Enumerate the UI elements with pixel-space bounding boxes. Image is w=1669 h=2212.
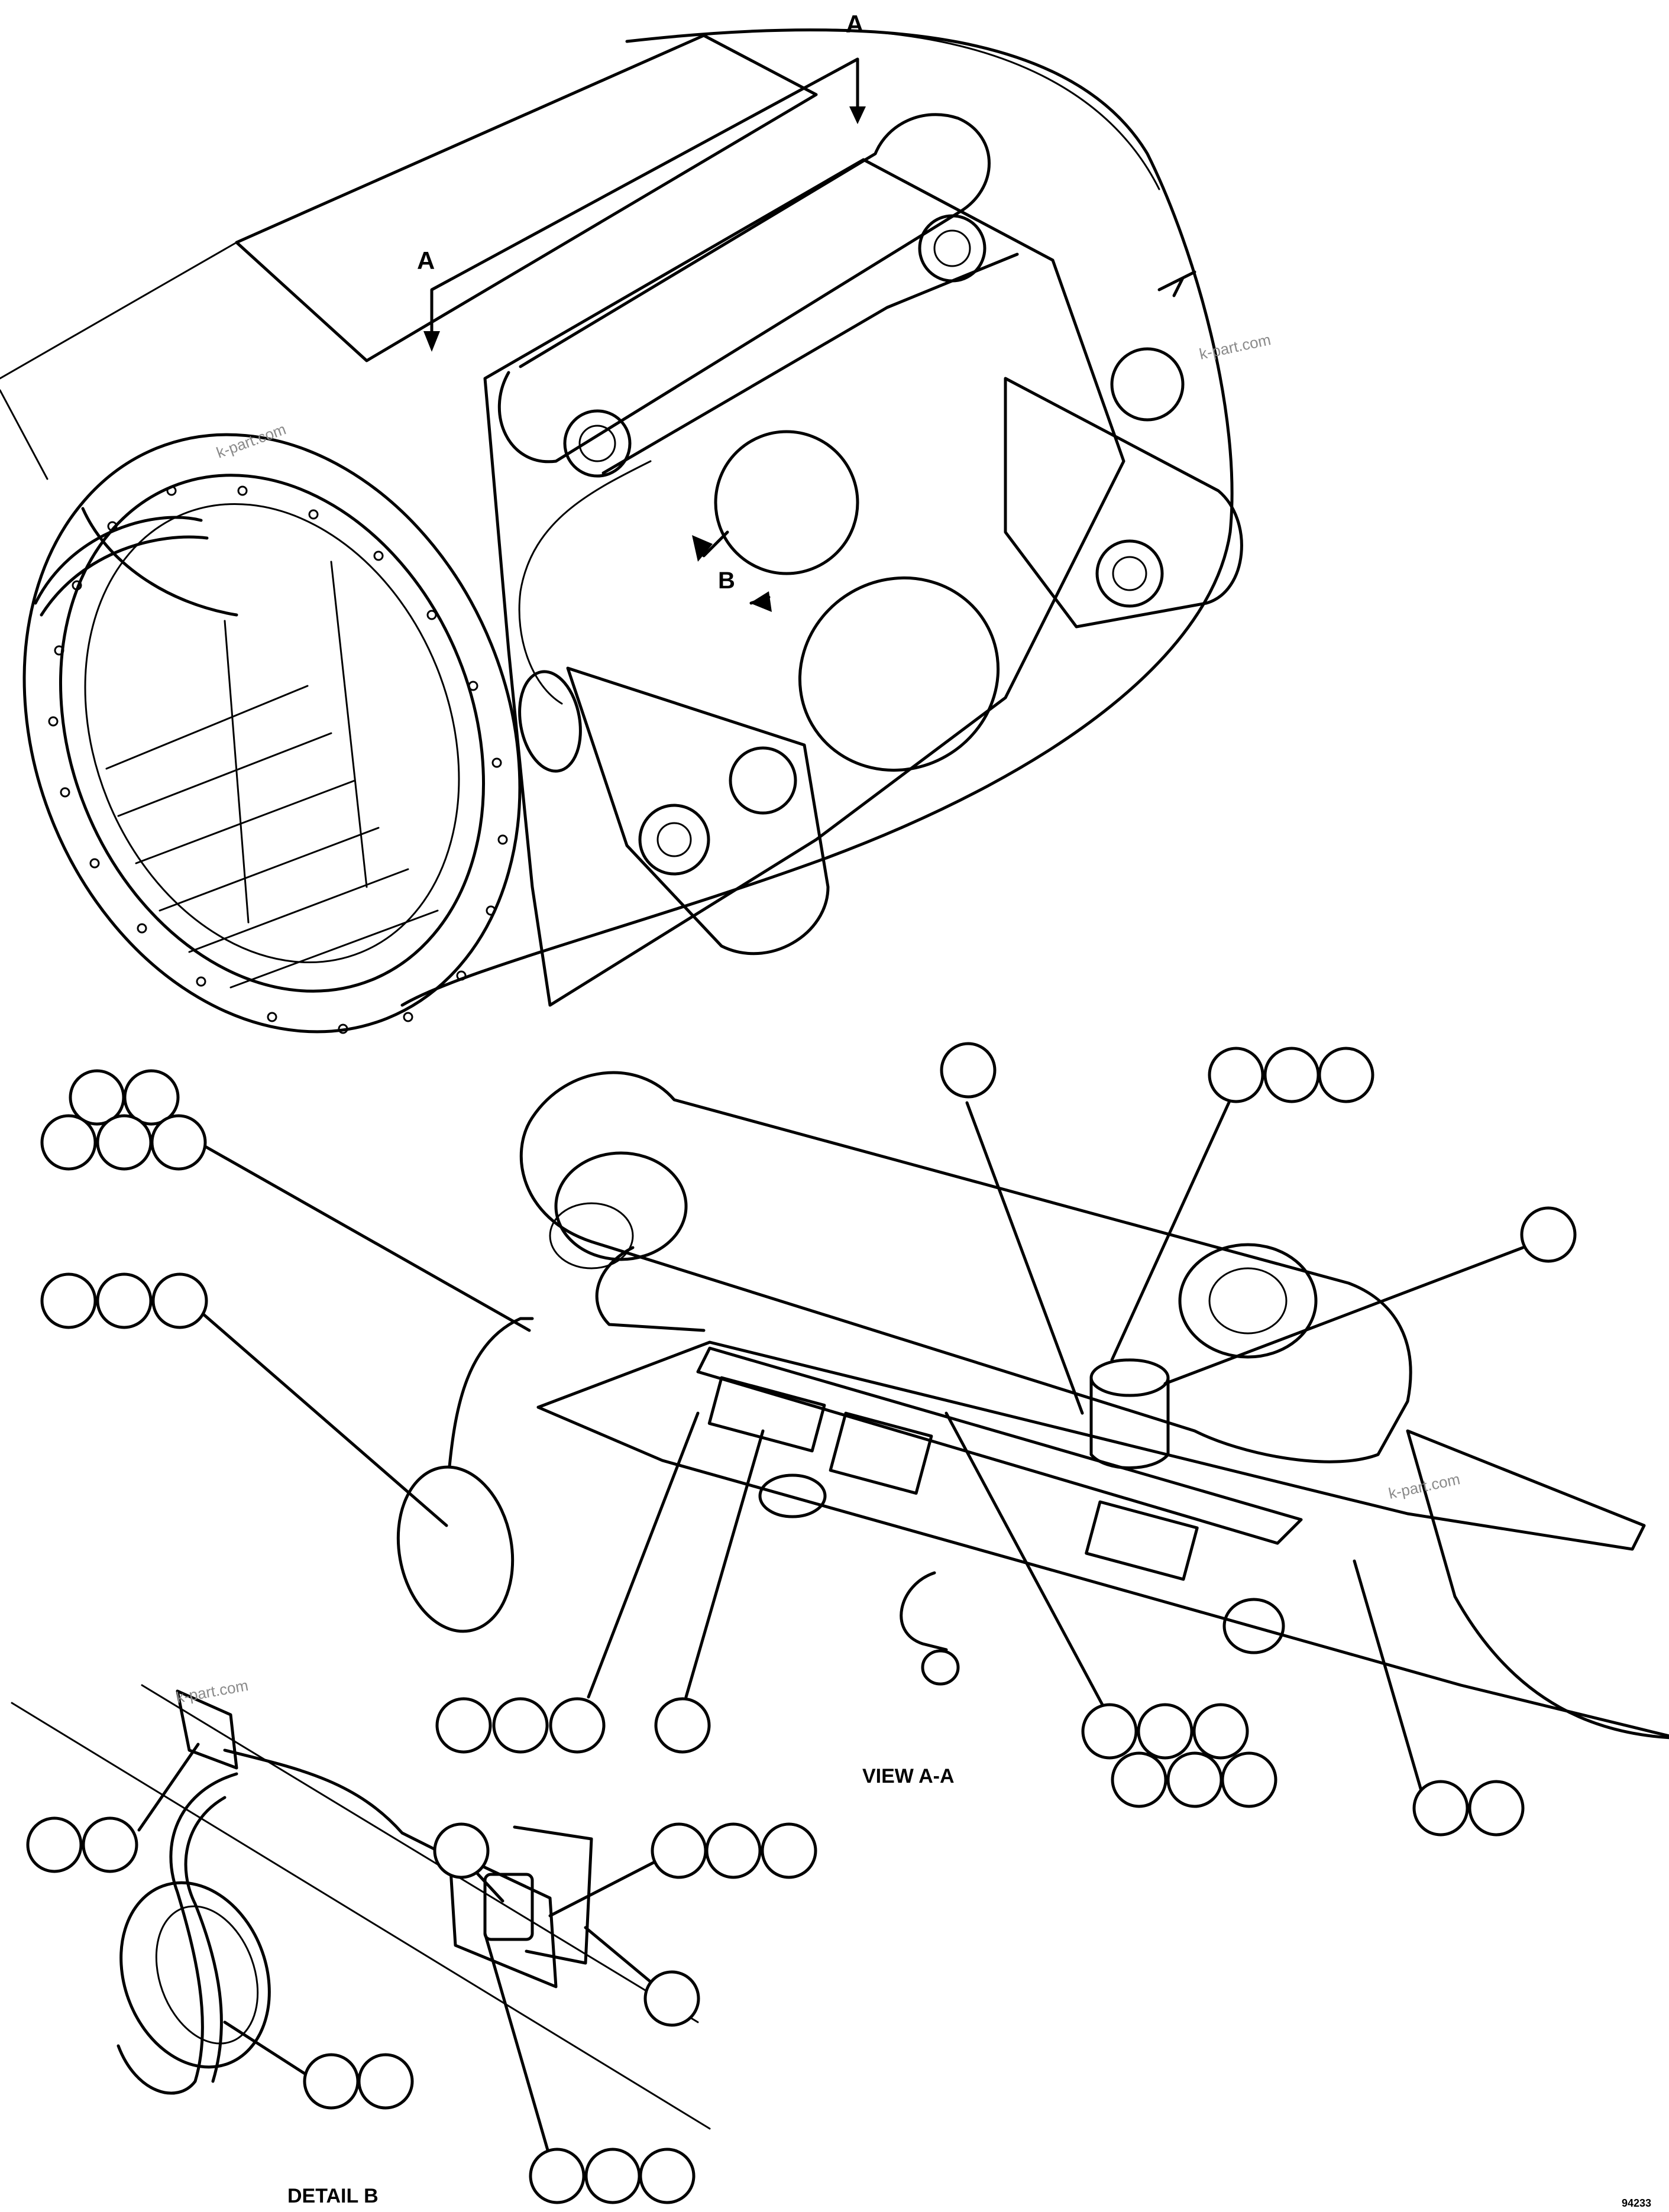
watermark-top: k-part.com <box>1198 331 1272 363</box>
callout-bubble <box>40 1272 97 1329</box>
callout-bubble <box>82 1816 138 1873</box>
callout-bubble <box>1166 1751 1223 1808</box>
view-a-a: k-part.com VIEW A-A <box>396 1071 1669 1787</box>
callout-bubble <box>651 1822 707 1879</box>
callout-bubble <box>639 2148 696 2204</box>
callout-bubble <box>1412 1780 1469 1837</box>
callout-bubble <box>96 1272 153 1329</box>
section-mark-a-top: A <box>846 10 863 38</box>
callout-bubble <box>705 1822 762 1879</box>
callout-bubble <box>1468 1780 1525 1837</box>
ring-bolt-holes <box>48 485 508 1034</box>
section-mark-a-left: A <box>417 247 435 274</box>
detail-label: DETAIL B <box>287 2185 379 2207</box>
callout-bubble <box>26 1816 83 1873</box>
callout-bubble <box>123 1069 180 1126</box>
callout-bubble <box>1111 1751 1167 1808</box>
leader-lines <box>137 1098 1525 2160</box>
callout-bubble <box>529 2148 586 2204</box>
callout-bubble <box>303 2053 360 2110</box>
detail-b: k-part.com DETAIL B <box>11 1676 711 2207</box>
callout-bubble <box>761 1822 817 1879</box>
callout-bubble <box>40 1114 97 1171</box>
callout-bubbles <box>26 1042 1577 2204</box>
main-assembly-view: B A A k-part.com k-part.com <box>0 10 1272 1034</box>
view-label: VIEW A-A <box>862 1765 955 1787</box>
callout-bubble <box>433 1822 490 1879</box>
callout-bubble <box>549 1697 606 1754</box>
callout-bubble <box>940 1042 997 1099</box>
callout-bubble <box>1192 1703 1249 1760</box>
callout-bubble <box>654 1697 711 1754</box>
watermark-detail: k-part.com <box>175 1676 250 1706</box>
callout-bubble <box>1520 1206 1577 1263</box>
drawing-number: 94233 <box>1622 2197 1651 2209</box>
callout-bubble <box>1263 1047 1320 1103</box>
callout-bubble <box>584 2148 641 2204</box>
callout-bubble <box>1081 1703 1138 1760</box>
callout-bubble <box>1137 1703 1193 1760</box>
callout-bubble <box>492 1697 549 1754</box>
callout-bubble <box>643 1970 700 2027</box>
callout-bubble <box>1318 1047 1374 1103</box>
callout-bubble <box>1208 1047 1264 1103</box>
callout-bubble <box>1221 1751 1277 1808</box>
callout-bubble <box>357 2053 414 2110</box>
callout-bubble <box>435 1697 492 1754</box>
watermark-view: k-part.com <box>1387 1470 1461 1502</box>
section-mark-b: B <box>718 568 735 594</box>
callout-bubble <box>96 1114 153 1171</box>
callout-bubble <box>150 1114 207 1171</box>
callout-bubble <box>151 1272 208 1329</box>
